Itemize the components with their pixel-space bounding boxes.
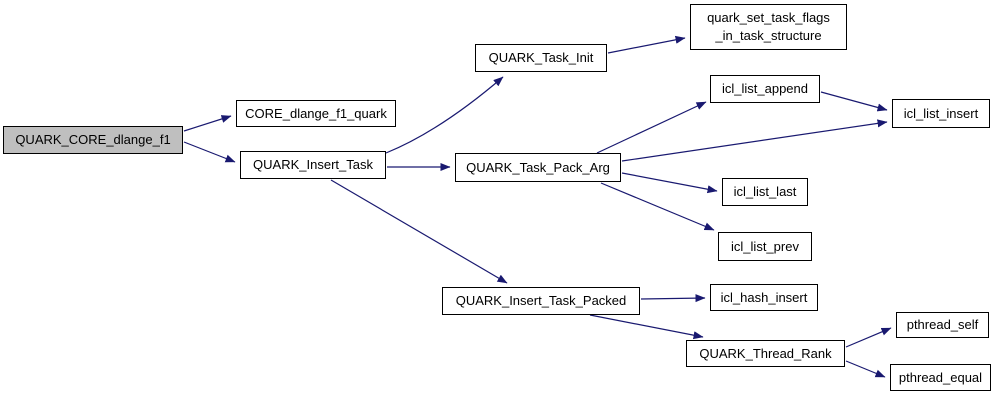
node-core-dlange-f1-quark[interactable]: CORE_dlange_f1_quark xyxy=(236,100,396,127)
node-quark-thread-rank[interactable]: QUARK_Thread_Rank xyxy=(686,340,845,367)
node-icl-list-last[interactable]: icl_list_last xyxy=(722,178,808,206)
node-icl-list-append[interactable]: icl_list_append xyxy=(710,75,820,103)
node-quark-task-pack-arg[interactable]: QUARK_Task_Pack_Arg xyxy=(455,153,621,182)
node-pthread-self[interactable]: pthread_self xyxy=(896,312,989,338)
node-icl-list-insert[interactable]: icl_list_insert xyxy=(892,99,990,128)
edge-quark-task-pack-arg-to-icl-list-append xyxy=(596,101,707,154)
edge-quark-core-dlange-f1-to-core-dlange-f1-quark xyxy=(183,115,232,132)
edge-quark-task-pack-arg-to-icl-list-insert xyxy=(621,119,888,162)
edge-quark-thread-rank-to-pthread-equal xyxy=(845,360,886,378)
edge-quark-task-pack-arg-to-icl-list-prev xyxy=(600,182,715,231)
edge-quark-task-init-to-quark-set-task-flags-in-task-structure xyxy=(607,35,686,54)
node-icl-hash-insert[interactable]: icl_hash_insert xyxy=(710,284,818,311)
edge-quark-core-dlange-f1-to-quark-insert-task xyxy=(183,141,236,163)
node-quark-core-dlange-f1: QUARK_CORE_dlange_f1 xyxy=(3,126,183,154)
node-quark-task-init[interactable]: QUARK_Task_Init xyxy=(475,44,607,72)
edge-quark-insert-task-packed-to-icl-hash-insert xyxy=(640,294,706,303)
node-quark-insert-task[interactable]: QUARK_Insert_Task xyxy=(240,151,386,179)
edge-quark-insert-task-packed-to-quark-thread-rank xyxy=(589,314,704,340)
node-icl-list-prev[interactable]: icl_list_prev xyxy=(718,232,812,261)
edge-icl-list-append-to-icl-list-insert xyxy=(820,91,888,112)
edge-quark-insert-task-to-quark-task-init xyxy=(385,76,504,154)
node-quark-insert-task-packed[interactable]: QUARK_Insert_Task_Packed xyxy=(442,287,640,315)
node-quark-set-task-flags-in-task-structure[interactable]: quark_set_task_flags _in_task_structure xyxy=(690,4,847,50)
edge-quark-task-pack-arg-to-icl-list-last xyxy=(621,172,718,194)
edge-quark-insert-task-to-quark-insert-task-packed xyxy=(330,179,508,284)
edge-quark-thread-rank-to-pthread-self xyxy=(845,327,892,348)
node-pthread-equal[interactable]: pthread_equal xyxy=(890,364,991,391)
